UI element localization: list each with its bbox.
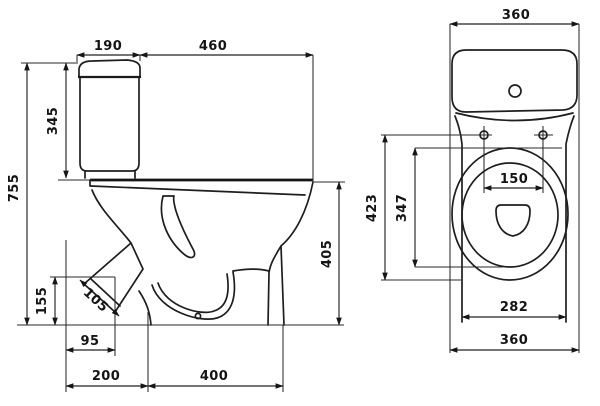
plan-view-dimensions: 360 150 423 347 282 360 xyxy=(365,8,580,353)
plan-extension-lines xyxy=(381,24,580,353)
dim-label-bottom-width: 360 xyxy=(500,333,528,348)
dim-label-rear-to-drain: 200 xyxy=(92,369,120,384)
dim-label-top-width: 360 xyxy=(502,8,530,23)
plan-view: 360 150 423 347 282 360 xyxy=(365,8,580,353)
dim-label-bowl-rim-height: 405 xyxy=(320,240,335,268)
body-side-right xyxy=(565,115,575,323)
cistern-body xyxy=(79,77,140,172)
dim-105-line xyxy=(79,279,120,317)
dim-label-outlet-diameter: 105 xyxy=(80,285,111,315)
side-view: 190 460 345 755 405 155 105 95 200 400 xyxy=(7,39,345,392)
dim-label-base-width: 282 xyxy=(500,300,528,315)
side-view-outline xyxy=(17,59,344,326)
front-foot-inner xyxy=(267,245,282,326)
hinge-bolt-crosses xyxy=(483,126,544,193)
cistern-lid xyxy=(78,59,141,77)
dim-label-drain-to-front: 400 xyxy=(200,369,228,384)
dim-label-outlet-offset: 95 xyxy=(81,334,100,349)
dim-label-tank-height: 345 xyxy=(46,107,61,135)
flush-button xyxy=(508,84,522,98)
cistern-plan xyxy=(451,49,578,113)
dim-label-hinge-bolt-spacing: 150 xyxy=(500,172,528,187)
dim-label-outlet-axis-height: 155 xyxy=(35,287,50,315)
hinge-bolt-left xyxy=(479,130,489,140)
bowl-inner-wall xyxy=(160,195,196,259)
plan-view-outline xyxy=(381,49,578,323)
hinge-bolt-right xyxy=(538,130,548,140)
bowl-underside xyxy=(232,268,270,272)
trapway-inner xyxy=(157,273,229,314)
dim-label-seat-depth: 347 xyxy=(395,194,410,222)
body-side-left xyxy=(454,115,463,323)
rear-profile xyxy=(91,189,132,244)
dim-label-tank-to-front: 460 xyxy=(199,39,227,54)
rear-foot xyxy=(138,290,152,326)
dim-label-overall-depth: 423 xyxy=(365,194,380,222)
dim-label-tank-top-width: 190 xyxy=(94,39,122,54)
cistern-base-lip xyxy=(84,170,136,179)
body-shoulder xyxy=(455,112,574,122)
side-view-dimensions: 190 460 345 755 405 155 105 95 200 400 xyxy=(7,39,342,389)
drain-point xyxy=(194,312,202,320)
dim-label-overall-height: 755 xyxy=(7,174,22,202)
seat-bottom-line xyxy=(89,179,306,196)
trapway-outer xyxy=(151,271,236,320)
seat-inner-ring xyxy=(461,162,559,268)
water-spot xyxy=(495,204,531,237)
side-extension-lines xyxy=(21,55,345,392)
seat-outer-ring xyxy=(451,147,569,281)
front-profile xyxy=(280,181,314,326)
